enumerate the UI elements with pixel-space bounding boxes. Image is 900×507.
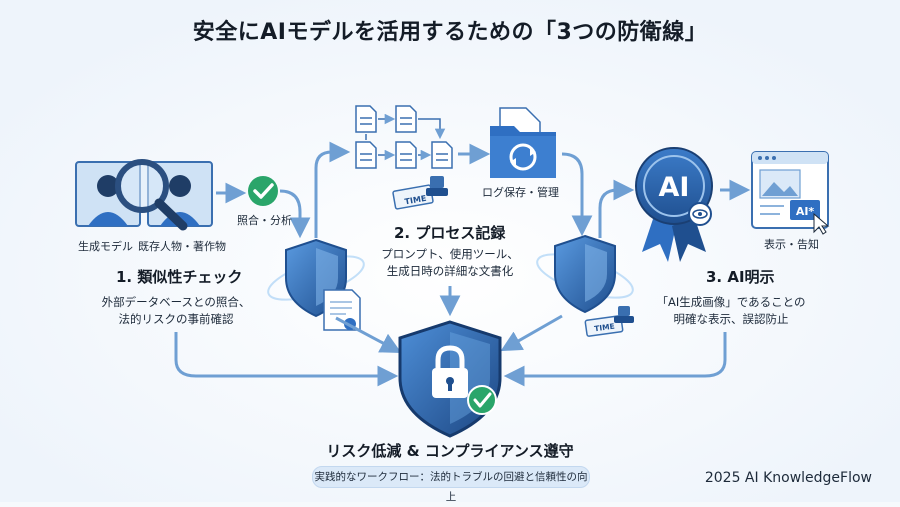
arrow-step1-to-center bbox=[174, 332, 399, 387]
doc-icon-5 bbox=[431, 141, 453, 169]
svg-text:TIME: TIME bbox=[594, 322, 616, 334]
svg-text:TIME: TIME bbox=[404, 194, 427, 207]
credit-text: 2025 AI KnowledgeFlow bbox=[704, 470, 872, 486]
doc-icon-1 bbox=[355, 105, 377, 133]
step2-heading: 2. プロセス記録 bbox=[394, 224, 506, 242]
arrow-to-badge bbox=[598, 179, 635, 238]
arrow-check-to-shield bbox=[279, 189, 311, 239]
doc-icon-2 bbox=[395, 105, 417, 133]
existing-works-label: 既存人物・著作物 bbox=[138, 240, 226, 253]
svg-text:AI: AI bbox=[659, 172, 690, 203]
folder-sync-icon bbox=[490, 107, 556, 178]
step1-desc-line2: 法的リスクの事前確認 bbox=[118, 312, 234, 326]
check-icon bbox=[248, 176, 278, 206]
display-notice-label: 表示・告知 bbox=[764, 238, 819, 251]
certificate-doc-icon bbox=[323, 289, 361, 331]
arrow-to-process bbox=[314, 141, 351, 238]
workflow-pill: 実践的なワークフロー：法的トラブルの回避と信頼性の向上 bbox=[312, 466, 590, 503]
step3-desc-line1: 「AI生成画像」であることの bbox=[656, 295, 806, 309]
arrow-shield2-to-center bbox=[500, 314, 563, 352]
generated-model-label: 生成モデル bbox=[78, 240, 133, 253]
time-stamp-icon: TIME bbox=[392, 176, 448, 210]
magnifier-icon bbox=[115, 159, 188, 231]
doc-icon-4 bbox=[395, 141, 417, 169]
result-heading: リスク低減 & コンプライアンス遵守 bbox=[326, 442, 574, 460]
arrow-folder-to-shield bbox=[561, 152, 593, 237]
time-stamp-icon-2: TIME bbox=[584, 306, 634, 337]
step2-desc-line1: プロンプト、使用ツール、 bbox=[381, 247, 519, 261]
document-flow bbox=[355, 105, 453, 169]
step2-desc-line2: 生成日時の詳細な文書化 bbox=[386, 264, 514, 278]
shield-right-icon bbox=[536, 234, 634, 314]
step1-images bbox=[75, 159, 213, 231]
ai-badge-icon: AI bbox=[635, 147, 713, 262]
check-analysis-label: 照合・分析 bbox=[237, 214, 292, 227]
center-check-icon bbox=[467, 385, 497, 415]
doc-icon-3 bbox=[355, 141, 377, 169]
svg-text:AI*: AI* bbox=[796, 205, 815, 218]
step1-heading: 1. 類似性チェック bbox=[116, 268, 243, 286]
arrow-step3-to-center bbox=[503, 332, 727, 387]
step3-desc-line2: 明確な表示、誤認防止 bbox=[673, 312, 789, 326]
step1-desc-line1: 外部データベースとの照合、 bbox=[101, 295, 251, 309]
browser-window-icon: AI* bbox=[751, 151, 830, 235]
arrow-shield1-to-center bbox=[335, 316, 402, 353]
page-title: 安全にAIモデルを活用するための「3つの防衛線」 bbox=[192, 20, 708, 45]
step3-heading: 3. AI明示 bbox=[706, 268, 775, 286]
log-storage-label: ログ保存・管理 bbox=[482, 186, 559, 199]
